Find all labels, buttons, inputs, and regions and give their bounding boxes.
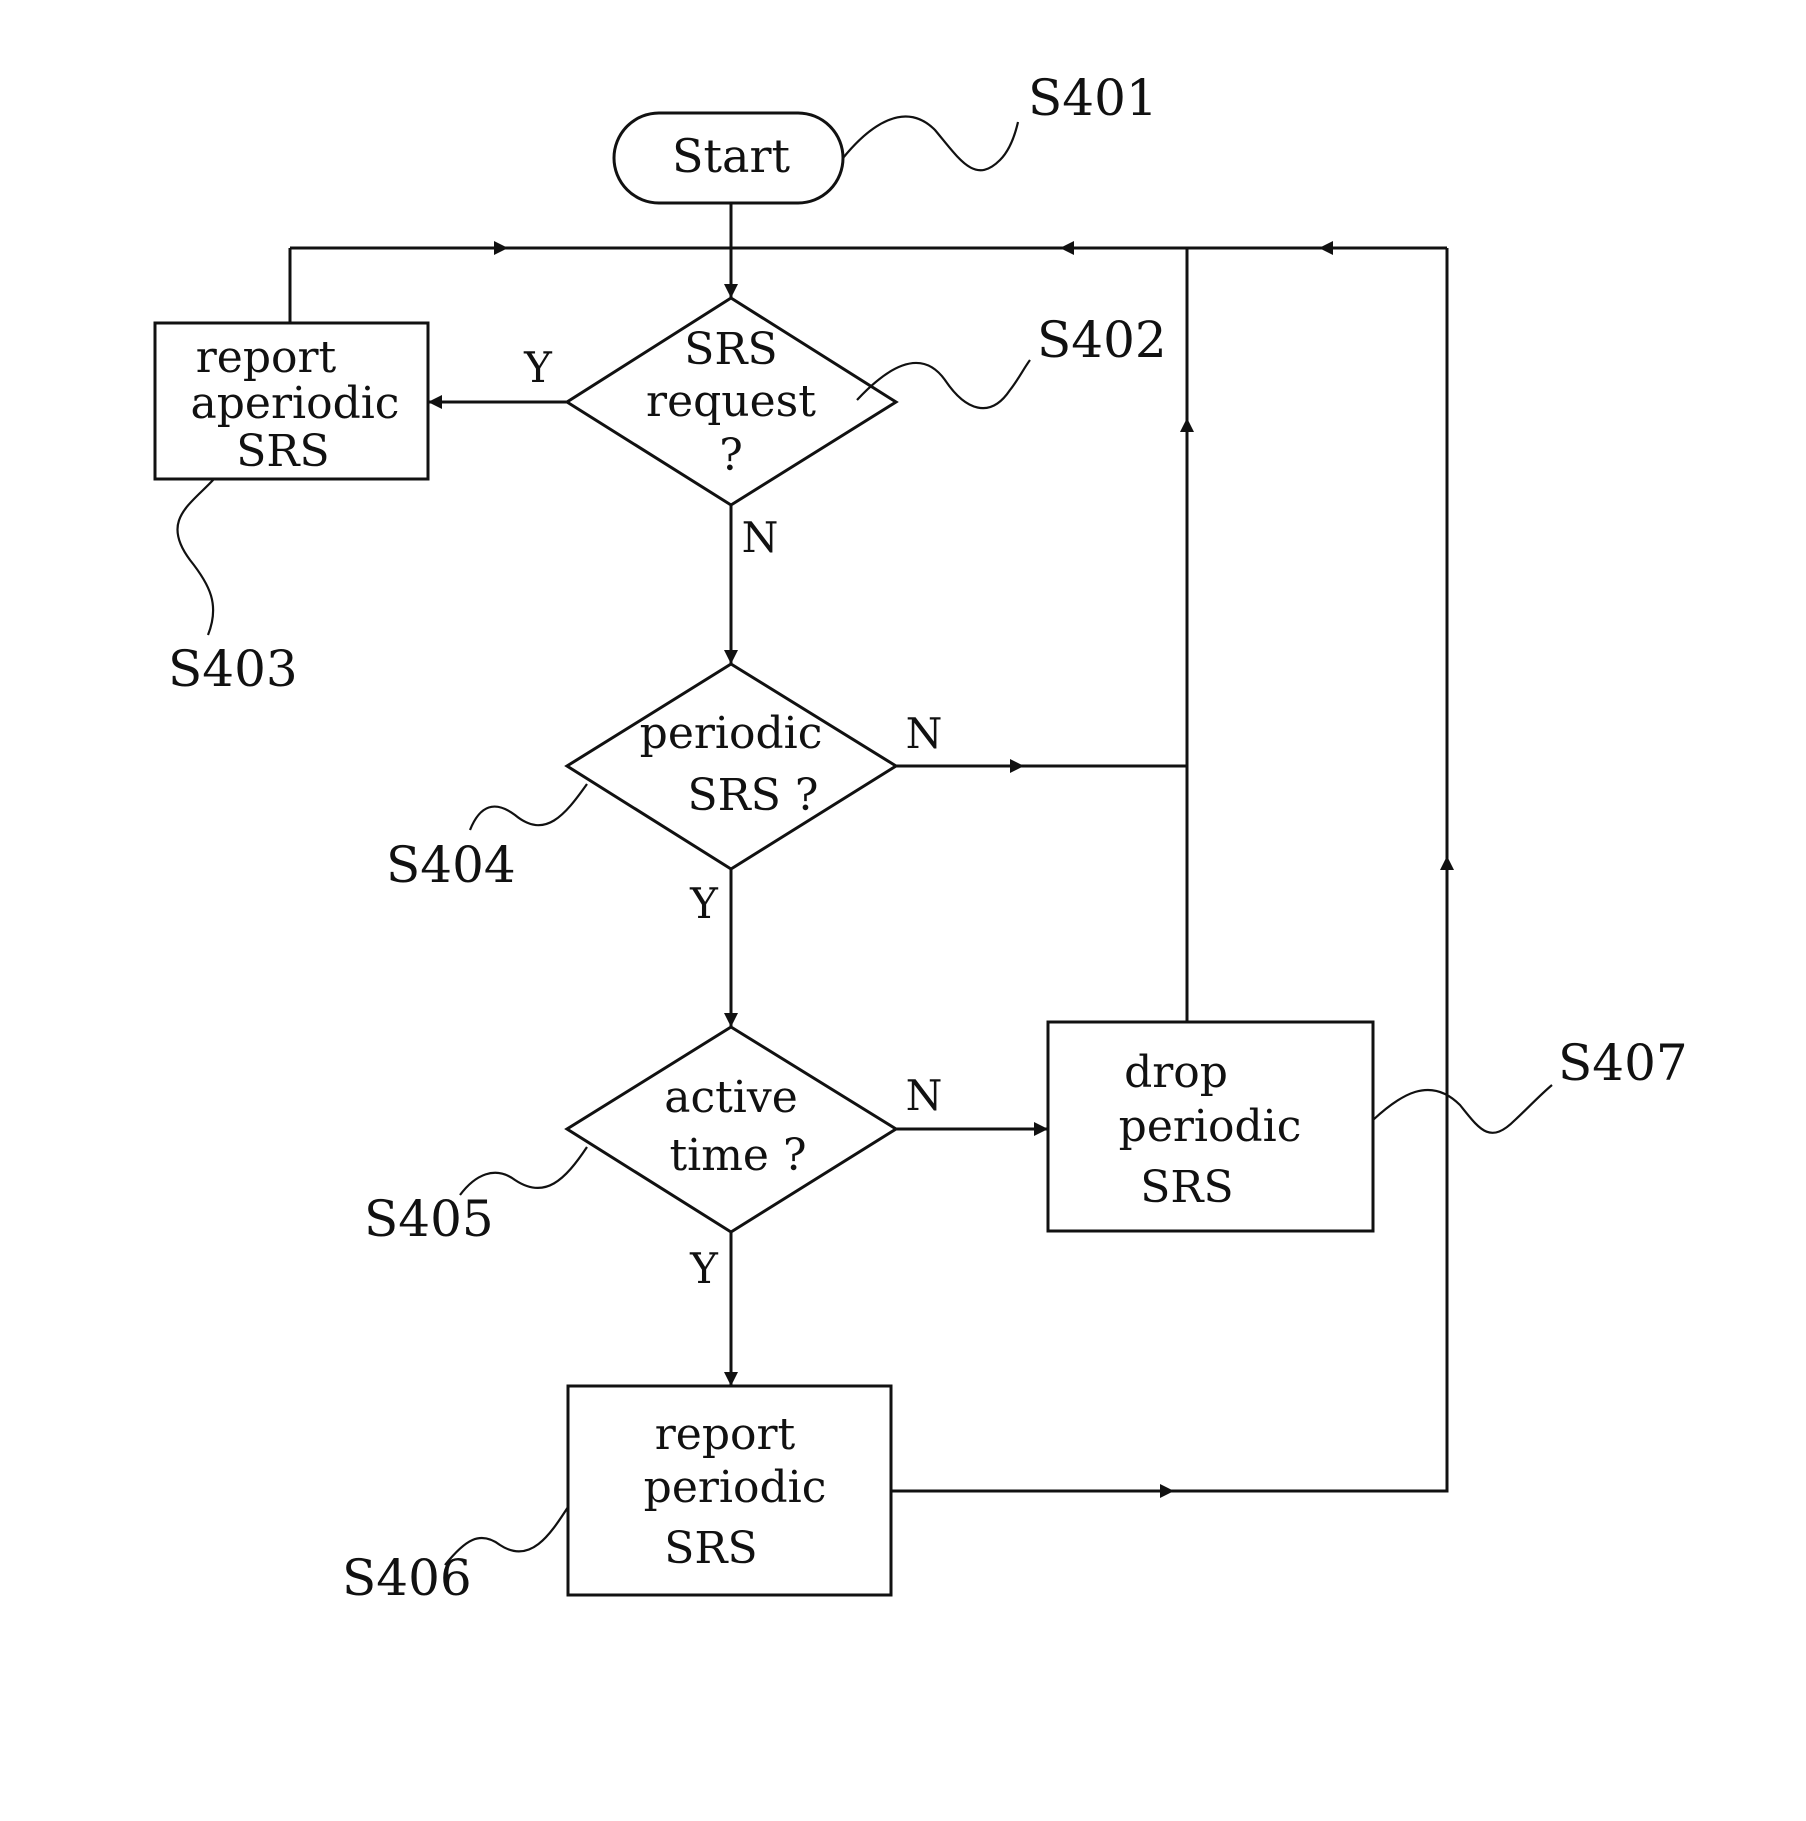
ref-s405: S405 [364, 1190, 494, 1248]
node-s402: SRS request ? [567, 298, 896, 505]
leader-s403 [177, 479, 214, 635]
ref-s406: S406 [342, 1549, 472, 1607]
arrow-into-s402 [724, 284, 738, 298]
s406-line-3: SRS [664, 1523, 757, 1574]
s406-line-2: periodic [644, 1462, 827, 1513]
arrow-into-s403 [428, 395, 442, 409]
arrow-s406-right [1160, 1484, 1174, 1498]
s402-line-1: SRS [684, 324, 777, 375]
edge-s406-to-return [891, 248, 1447, 1491]
s403-line-1: report [196, 332, 337, 383]
ref-s407: S407 [1558, 1034, 1688, 1092]
node-s407: drop periodic SRS [1048, 1022, 1373, 1231]
node-s406: report periodic SRS [568, 1386, 891, 1595]
arrow-bus-right [494, 241, 508, 255]
s407-line-3: SRS [1140, 1162, 1233, 1213]
ref-s404: S404 [386, 836, 516, 894]
arrow-into-s407 [1034, 1122, 1048, 1136]
ref-s401: S401 [1028, 69, 1158, 127]
arrow-into-s406 [724, 1372, 738, 1386]
s402-no-label: N [742, 513, 779, 562]
leader-s404 [470, 784, 587, 830]
arrow-bus-left-1 [1060, 241, 1074, 255]
arrow-into-s405 [724, 1013, 738, 1027]
s405-line-2: time ? [669, 1130, 806, 1181]
start-label: Start [672, 129, 790, 183]
ref-s403: S403 [168, 640, 298, 698]
node-s404: periodic SRS ? [567, 664, 896, 869]
node-s405: active time ? [567, 1027, 896, 1232]
arrow-return-up-2 [1440, 856, 1454, 870]
s405-yes-label: Y [689, 1244, 719, 1293]
s402-line-2: request [646, 376, 816, 427]
ref-s402: S402 [1037, 311, 1167, 369]
s403-line-3: SRS [236, 426, 329, 477]
arrow-bus-left-2 [1319, 241, 1333, 255]
s404-no-label: N [906, 709, 943, 758]
node-start: Start [614, 113, 843, 203]
s402-yes-label: Y [523, 343, 553, 392]
leader-s401 [843, 117, 1018, 171]
arrow-into-s404 [724, 650, 738, 664]
leader-s405 [460, 1147, 587, 1195]
s402-line-3: ? [719, 430, 743, 481]
node-s403: report aperiodic SRS [155, 323, 428, 479]
arrow-return-up-1 [1180, 418, 1194, 432]
leader-s407 [1373, 1085, 1552, 1133]
s407-line-1: drop [1124, 1047, 1228, 1098]
s403-line-2: aperiodic [191, 378, 400, 429]
s406-line-1: report [655, 1409, 796, 1460]
s407-line-2: periodic [1119, 1101, 1302, 1152]
arrowheads [428, 241, 1454, 1498]
reference-labels: S401 S402 S403 S404 S405 S406 S407 [168, 69, 1688, 1607]
arrow-s404-no-right [1010, 759, 1024, 773]
s404-line-2: SRS ? [688, 770, 819, 821]
s404-decision [567, 664, 896, 869]
s405-line-1: active [664, 1072, 798, 1123]
s404-line-1: periodic [640, 708, 823, 759]
s405-no-label: N [906, 1071, 943, 1120]
s404-yes-label: Y [689, 879, 719, 928]
